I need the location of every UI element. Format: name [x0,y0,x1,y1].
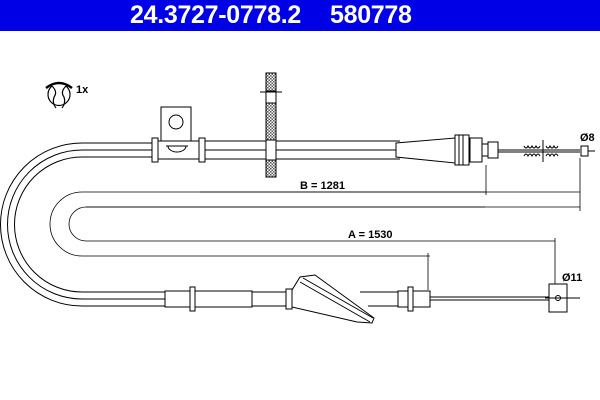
dimension-b-label: B = 1281 [300,180,345,192]
top-end-fitting [395,134,595,166]
clip-quantity: 1x [76,84,89,96]
part-number: 24.3727-0778.2 [130,1,301,29]
dimension-a-label: A = 1530 [348,229,393,241]
diameter-8-label: Ø8 [580,132,595,144]
dimension-a [427,238,556,290]
top-cable-run [151,106,400,163]
cable-inner-loop [49,191,580,257]
circlip-icon [45,81,73,109]
diameter-11-label: Ø11 [562,272,582,284]
bottom-cable-run [164,274,580,324]
dimension-b [86,158,581,211]
reference-number: 580778 [330,1,412,29]
title-bar: 24.3727-0778.2 580778 [0,0,600,31]
cable-outer [0,142,165,307]
grommet [260,72,282,178]
